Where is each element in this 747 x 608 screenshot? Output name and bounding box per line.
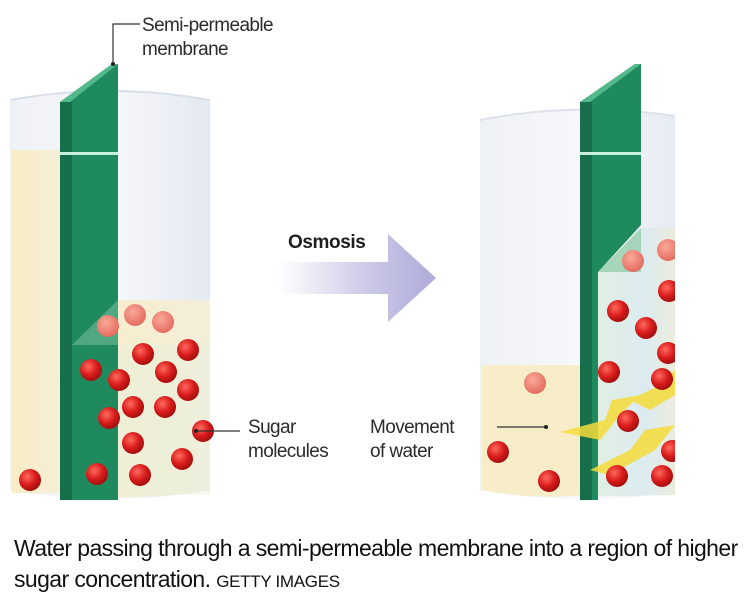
beaker-before — [9, 64, 214, 500]
membrane-panel — [580, 64, 641, 500]
solution-left — [482, 365, 586, 497]
sugar-molecule — [598, 361, 620, 383]
sugar-callout: Sugar molecules — [194, 417, 329, 462]
sugar-molecule — [97, 315, 119, 337]
sugar-molecule — [122, 432, 144, 454]
leader-dot — [194, 429, 198, 433]
sugar-molecule — [524, 372, 546, 394]
membrane-top-edge — [60, 64, 118, 102]
sugar-molecule — [606, 465, 628, 487]
sugar-label-line1: Sugar — [248, 417, 297, 438]
osmosis-arrow: Osmosis — [278, 232, 436, 322]
photo-credit: Getty Images — [216, 572, 340, 591]
sugar-molecule — [635, 317, 657, 339]
sugar-molecule — [122, 396, 144, 418]
water-label-line2: of water — [370, 441, 434, 462]
sugar-molecule — [132, 343, 154, 365]
osmosis-label: Osmosis — [288, 232, 365, 253]
membrane-before — [60, 64, 118, 500]
water-arrow — [590, 425, 675, 475]
membrane-side — [580, 102, 592, 500]
sugar-molecule — [129, 464, 151, 486]
water-line — [580, 152, 641, 155]
sugar-molecule — [607, 300, 629, 322]
arrow-shape — [278, 234, 436, 322]
sugar-molecule — [617, 410, 639, 432]
sugar-molecule — [86, 463, 108, 485]
water-arrow — [630, 370, 675, 410]
osmosis-figure: Semi-permeable membrane Osmosis Sugar mo… — [9, 15, 675, 500]
membrane-panel — [60, 64, 118, 500]
sugar-molecule — [154, 396, 176, 418]
leader-line — [112, 23, 140, 64]
membrane-top-edge — [580, 64, 641, 102]
caption-text: Water passing through a semi-permeable m… — [14, 535, 738, 592]
sugar-molecule — [177, 379, 199, 401]
sugar-molecule — [651, 368, 673, 390]
sugar-molecule — [80, 359, 102, 381]
membrane-label-line1: Semi-permeable — [142, 15, 273, 36]
membrane-callout: Semi-permeable membrane — [111, 15, 274, 66]
membrane-after — [580, 64, 641, 500]
sugar-molecule — [171, 448, 193, 470]
sugar-molecule — [124, 304, 146, 326]
water-arrow — [560, 395, 640, 440]
water-flow-arrows — [560, 370, 675, 475]
sugar-molecule — [487, 441, 509, 463]
leader-dot — [111, 62, 115, 66]
sugar-molecule — [155, 361, 177, 383]
membrane-side — [60, 102, 72, 500]
sugar-molecule — [538, 470, 560, 492]
sugar-molecule — [19, 469, 41, 491]
sugar-molecule — [98, 407, 120, 429]
water-label-line1: Movement — [370, 417, 455, 438]
membrane-label-line2: membrane — [142, 39, 228, 60]
sugar-molecule — [657, 239, 675, 261]
sugar-label-line2: molecules — [248, 441, 328, 462]
sugar-molecule — [657, 342, 675, 364]
figure-caption: Water passing through a semi-permeable m… — [14, 533, 744, 597]
sugar-molecule — [661, 440, 675, 462]
water-callout: Movement of water — [370, 417, 548, 462]
sugar-molecule — [108, 369, 130, 391]
molecules-before — [19, 304, 214, 491]
water-line — [60, 152, 118, 155]
solution-left — [12, 150, 62, 493]
leader-dot — [544, 425, 548, 429]
sugar-molecule — [658, 280, 675, 302]
beaker-after — [479, 64, 675, 500]
sugar-molecule — [177, 339, 199, 361]
sugar-molecule — [651, 465, 673, 487]
sugar-molecule — [152, 311, 174, 333]
molecules-after — [487, 239, 675, 492]
sugar-molecule — [622, 250, 644, 272]
